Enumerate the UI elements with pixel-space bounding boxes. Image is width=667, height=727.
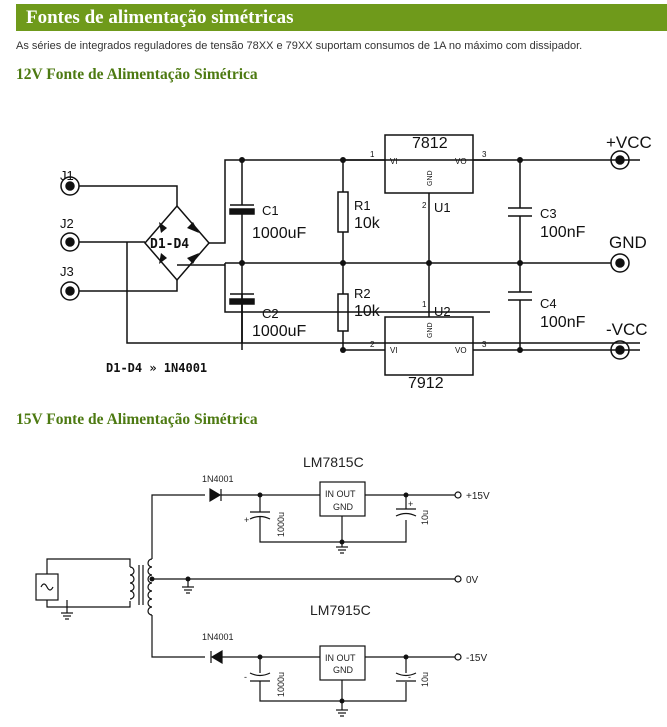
- sign-minus-c3: -: [244, 672, 247, 682]
- label-cap-10u-bottom: 10u: [420, 672, 430, 687]
- label-c2-value: 1000uF: [252, 323, 306, 340]
- pin-2-u1: 2: [422, 201, 427, 210]
- label-r2: R2: [354, 286, 371, 301]
- label-1n4001-top: 1N4001: [202, 474, 234, 484]
- label-in-out-bottom: IN OUT: [325, 653, 356, 663]
- pin-2-u2: 2: [370, 340, 375, 349]
- terminal-vcc-neg: [610, 340, 630, 360]
- pin-3-u1: 3: [482, 150, 487, 159]
- label-u2-part: 7912: [408, 375, 444, 392]
- label-gnd-bottom: GND: [333, 665, 354, 675]
- transformer-secondary: [147, 558, 153, 616]
- sign-minus-c4: -: [408, 672, 411, 682]
- label-cap-1000u-top: 1000u: [276, 512, 286, 537]
- label-u1-part: 7812: [412, 135, 448, 152]
- pin-vi-u1: VI: [390, 157, 398, 166]
- label-r1: R1: [354, 198, 371, 213]
- page-title: Fontes de alimentação simétricas: [26, 7, 294, 28]
- label-out-neg: -15V: [466, 653, 487, 664]
- sign-plus-c1: +: [244, 515, 249, 525]
- label-vcc-pos: +VCC: [606, 133, 652, 152]
- schematic-15v: LM7815C LM7915C 1N4001 1N4001 IN OUT GND…: [35, 454, 490, 717]
- label-c4-value: 100nF: [540, 314, 586, 331]
- label-j2: J2: [60, 216, 74, 231]
- label-1n4001-bottom: 1N4001: [202, 632, 234, 642]
- label-out-pos: +15V: [466, 491, 490, 502]
- label-lm7915c: LM7915C: [310, 602, 371, 618]
- bridge-rectifier: [144, 204, 210, 282]
- label-r2-value: 10k: [354, 303, 381, 320]
- label-gnd: GND: [609, 233, 647, 252]
- label-gnd-top: GND: [333, 502, 354, 512]
- intro-text: As séries de integrados reguladores de t…: [16, 40, 583, 52]
- transformer-primary: [129, 566, 135, 600]
- label-c4: C4: [540, 296, 557, 311]
- pin-vo-u2: VO: [455, 346, 467, 355]
- diode-note: D1-D4 » 1N4001: [106, 361, 207, 375]
- label-j1: J1: [60, 168, 74, 183]
- pin-gnd-u1: GND: [427, 170, 434, 186]
- terminal-vcc-pos: [610, 150, 630, 170]
- label-r1-value: 10k: [354, 215, 381, 232]
- header-bar: Fontes de alimentação simétricas: [16, 4, 667, 31]
- label-c1-value: 1000uF: [252, 225, 306, 242]
- label-bridge: D1-D4: [150, 237, 189, 252]
- label-u1: U1: [434, 200, 451, 215]
- pin-1-u1: 1: [370, 150, 375, 159]
- pin-gnd-u2: GND: [427, 322, 434, 338]
- section-title-15v: 15V Fonte de Alimentação Simétrica: [16, 411, 258, 428]
- label-out-zero: 0V: [466, 575, 479, 586]
- label-lm7815c: LM7815C: [303, 454, 364, 470]
- label-c3-value: 100nF: [540, 224, 586, 241]
- schematic-12v: J1 J2 J3 D1-D4 C1 1000uF C2 1000uF R1 10…: [60, 133, 652, 392]
- label-c3: C3: [540, 206, 557, 221]
- label-in-out-top: IN OUT: [325, 489, 356, 499]
- pin-1-u2: 1: [422, 300, 427, 309]
- label-c1: C1: [262, 203, 279, 218]
- center-tap-wire: [126, 242, 640, 344]
- label-c2: C2: [262, 306, 279, 321]
- label-u2: U2: [434, 304, 451, 319]
- label-vcc-neg: -VCC: [606, 320, 648, 339]
- label-cap-1000u-bottom: 1000u: [276, 672, 286, 697]
- label-cap-10u-top: 10u: [420, 510, 430, 525]
- section-title-12v: 12V Fonte de Alimentação Simétrica: [16, 66, 258, 83]
- pin-3-u2: 3: [482, 340, 487, 349]
- pin-vi-u2: VI: [390, 346, 398, 355]
- pin-vo-u1: VO: [455, 157, 467, 166]
- sign-plus-c2: +: [408, 499, 413, 509]
- label-j3: J3: [60, 264, 74, 279]
